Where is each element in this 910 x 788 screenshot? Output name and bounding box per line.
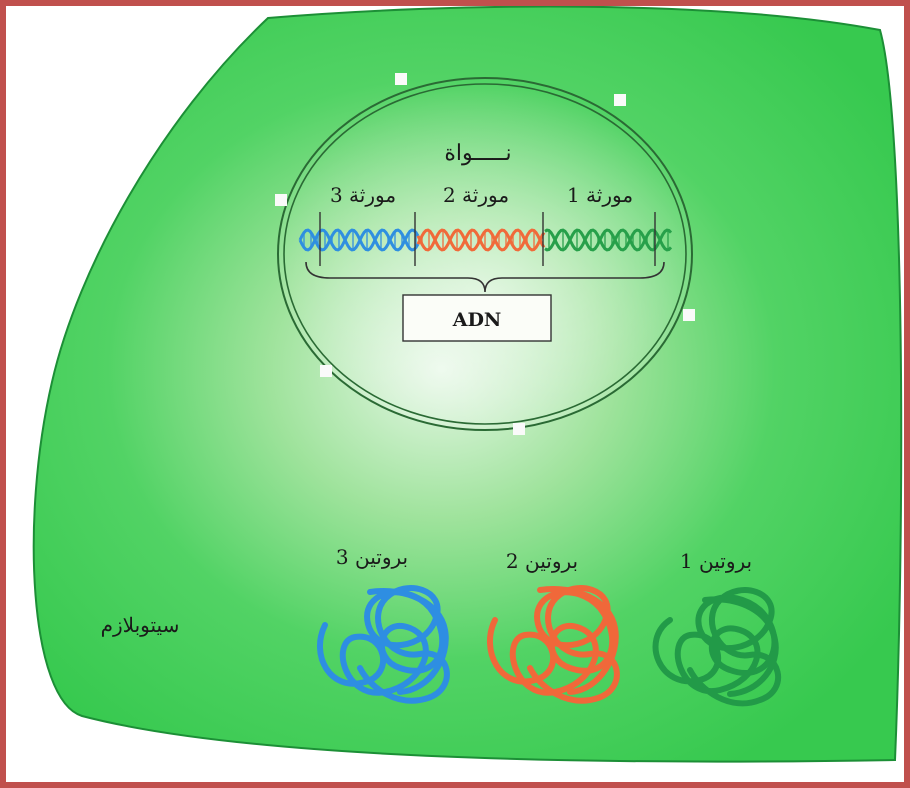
nuclear-pore — [395, 73, 407, 85]
nuclear-pore — [275, 194, 287, 206]
gene-3-label: مورثة 3 — [330, 183, 396, 207]
nuclear-pore — [513, 423, 525, 435]
nuclear-pore — [683, 309, 695, 321]
gene-2-label: مورثة 2 — [443, 183, 509, 207]
protein-1-label: بروتين 1 — [680, 549, 752, 573]
nuclear-pore — [320, 365, 332, 377]
nuclear-envelope-outer — [278, 78, 692, 430]
gene-1-label: مورثة 1 — [567, 183, 633, 207]
dna-label: ADN — [452, 309, 502, 331]
protein-3-label: بروتين 3 — [336, 545, 408, 569]
protein-2-label: بروتين 2 — [506, 549, 578, 573]
cytoplasm-label: سيتوبلازم — [101, 613, 180, 637]
nuclear-pore — [614, 94, 626, 106]
nucleus-label: نـــــواة — [444, 141, 511, 166]
